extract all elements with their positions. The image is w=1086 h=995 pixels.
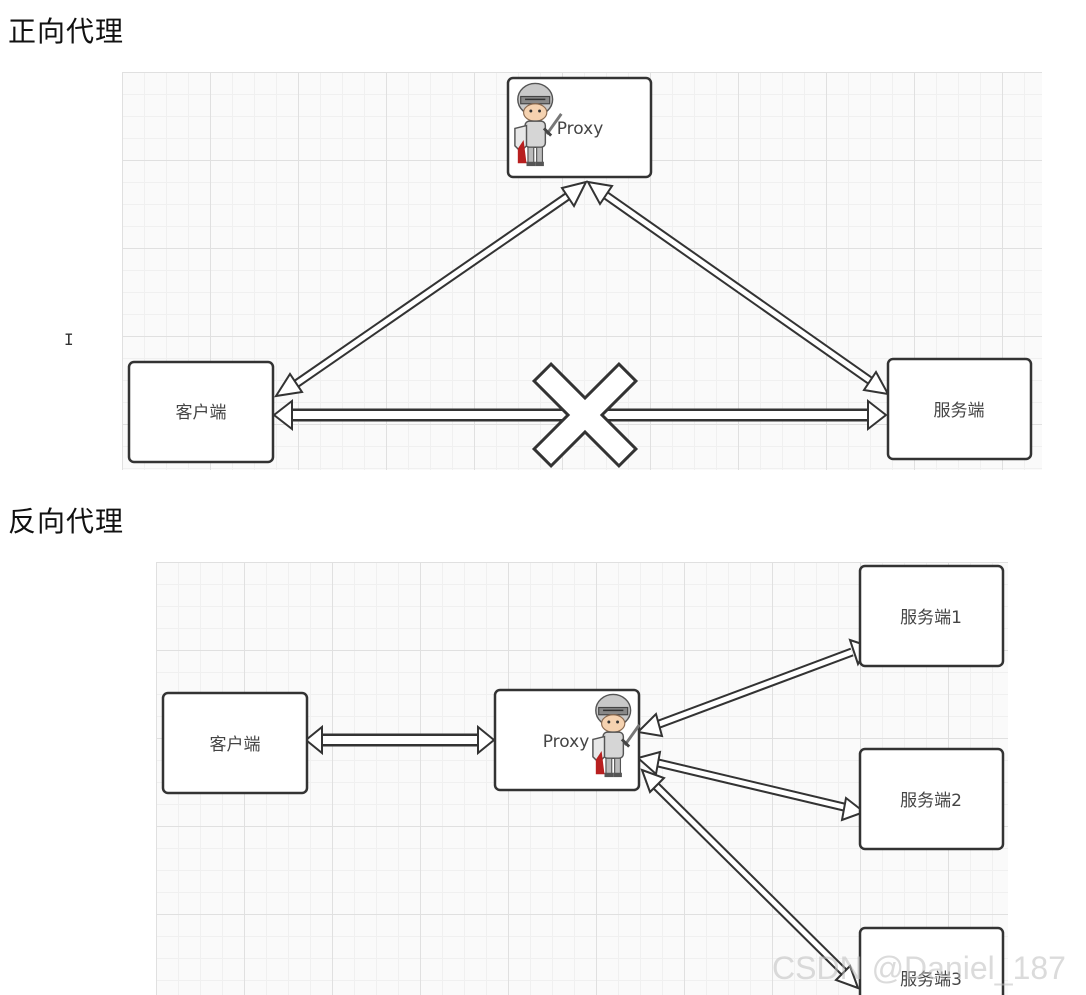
reverse-arrow-proxy-server1 [635,638,870,738]
reverse-proxy-heading: 反向代理 [8,505,125,538]
reverse-arrow-proxy-server2 [635,750,867,822]
reverse-server2-label: 服务端2 [900,791,962,811]
reverse-client-label: 客户端 [210,735,261,755]
reverse-proxy-node[interactable]: Proxy [493,688,641,792]
reverse-server1-node[interactable]: 服务端1 [858,564,1005,668]
reverse-server1-label: 服务端1 [900,608,962,628]
forward-client-label: 客户端 [176,403,227,423]
reverse-proxy-diagram: 客户端 Proxy 服务端1 服务端2 服务端3 [161,564,1005,995]
reverse-proxy-label: Proxy [543,732,590,752]
reverse-arrow-client-proxy [304,724,496,756]
reverse-client-node[interactable]: 客户端 [161,691,309,795]
reverse-arrow-proxy-server3 [640,768,860,990]
forward-proxy-heading: 正向代理 [8,15,125,48]
forward-proxy-label: Proxy [557,119,604,139]
forward-proxy-node[interactable]: Proxy [506,76,653,179]
reverse-server3-node[interactable]: 服务端3 [858,926,1005,995]
forward-arrow-proxy-server [586,180,890,396]
forward-server-label: 服务端 [934,401,985,421]
cross-icon [531,361,639,469]
text-cursor-icon: I [64,330,74,349]
reverse-server2-node[interactable]: 服务端2 [858,747,1005,851]
forward-client-node[interactable]: 客户端 [127,360,275,464]
forward-proxy-diagram: Proxy 客户端 服务端 [127,76,1033,469]
forward-server-node[interactable]: 服务端 [886,357,1033,461]
reverse-server3-label: 服务端3 [900,970,962,990]
forward-arrow-client-proxy [273,180,588,398]
